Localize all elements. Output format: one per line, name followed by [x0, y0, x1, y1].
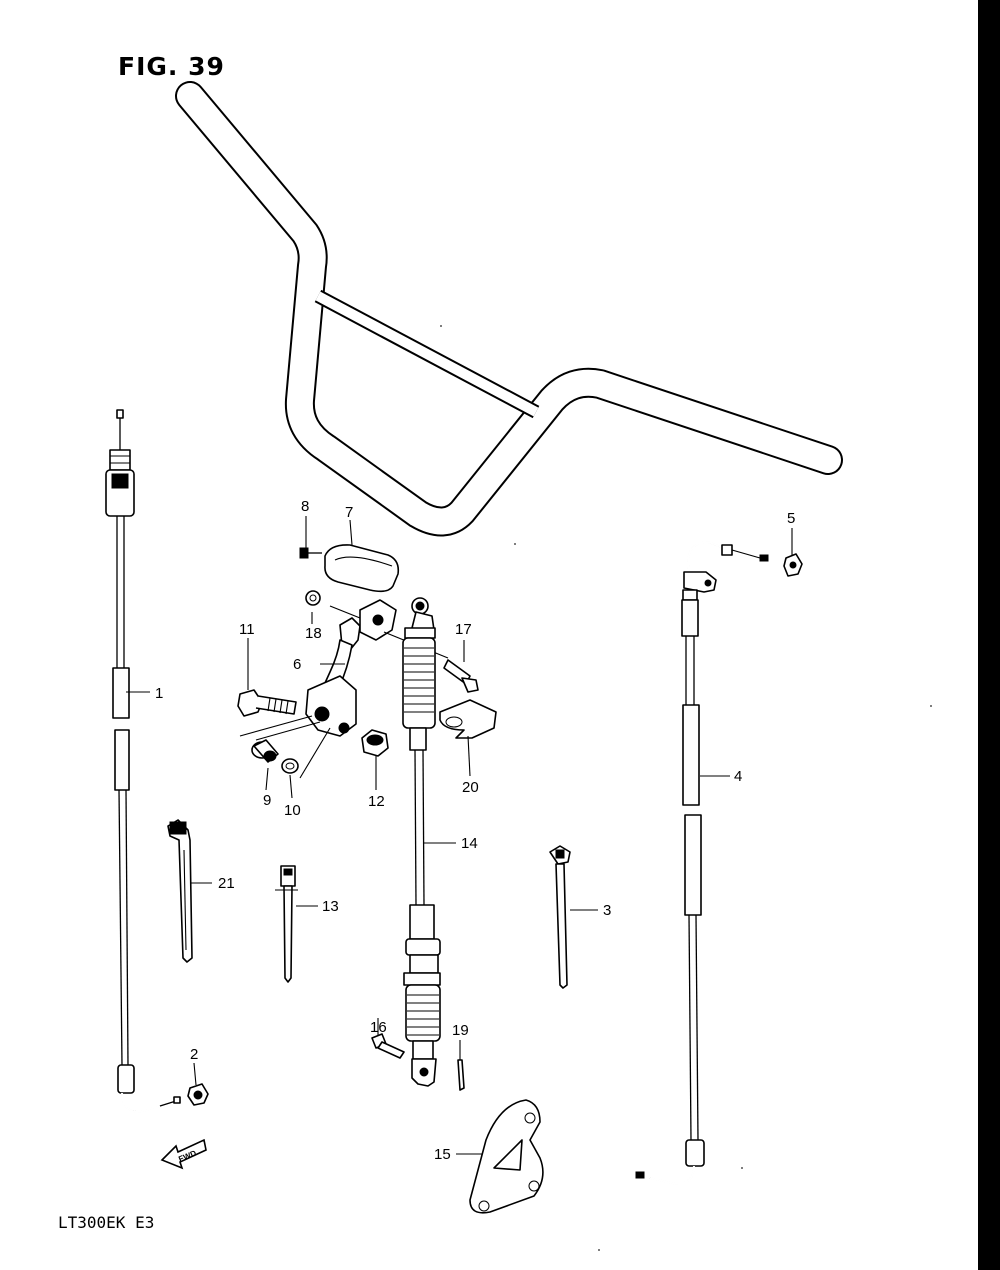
leader-lines	[126, 516, 793, 1155]
callout-19: 19	[452, 1022, 469, 1039]
callout-1: 1	[155, 685, 163, 702]
callout-8: 8	[301, 498, 309, 515]
nut-part-2	[187, 1083, 209, 1106]
callout-11: 11	[239, 621, 255, 638]
callout-12: 12	[368, 793, 385, 810]
clip-part-20	[439, 699, 497, 739]
bolt-part-17	[443, 659, 479, 693]
callout-13: 13	[322, 898, 339, 915]
callout-3: 3	[603, 902, 611, 919]
bracket-part-15	[469, 1099, 544, 1214]
lever-perch-part-6	[239, 675, 357, 779]
screw-part-8	[299, 547, 322, 559]
callout-15: 15	[434, 1146, 451, 1163]
callout-21: 21	[218, 875, 235, 892]
pin-part-16	[371, 1033, 405, 1059]
fwd-arrow-icon: FWD	[160, 1138, 207, 1170]
callout-labels: 1 2 3 4 5 6 7 8 9 10 11 12 13 14 15 16 1…	[155, 498, 795, 1163]
cable-tie-part-3	[549, 845, 571, 989]
edge-fragment-label: 3	[988, 263, 996, 280]
lever-bracket	[319, 599, 449, 701]
throttle-cable-part-1	[105, 409, 181, 1114]
callout-17: 17	[455, 621, 472, 638]
handlebar	[175, 81, 843, 537]
callout-7: 7	[345, 504, 353, 521]
cotter-pin-part-19	[457, 1059, 465, 1091]
callout-2: 2	[190, 1046, 198, 1063]
callout-9: 9	[263, 792, 271, 809]
cable-tie-part-13	[275, 865, 298, 983]
adjacent-page-fragment: 3	[985, 263, 997, 921]
callout-4: 4	[734, 768, 742, 785]
callout-18: 18	[305, 625, 322, 642]
callout-6: 6	[293, 656, 301, 673]
nut-part-5	[783, 553, 803, 577]
cover-part-7	[324, 544, 400, 593]
washer-part-10	[281, 758, 299, 774]
callout-5: 5	[787, 510, 795, 527]
page-edge-bar	[978, 0, 1000, 1270]
callout-20: 20	[462, 779, 479, 796]
cable-tie-part-21	[167, 819, 193, 963]
bolt-part-11	[237, 689, 297, 717]
brake-cable-part-4	[635, 540, 769, 1186]
callout-16: 16	[370, 1019, 387, 1036]
figure-title: FIG. 39	[118, 52, 225, 81]
callout-10: 10	[284, 802, 301, 819]
collar-part-9	[251, 739, 279, 763]
callout-14: 14	[461, 835, 478, 852]
clip-part-18	[305, 590, 321, 606]
nut-part-12	[361, 729, 389, 757]
brake-cable-part-14	[402, 597, 441, 1087]
model-code: LT300EK E3	[58, 1213, 155, 1232]
scan-specks	[440, 325, 932, 1251]
